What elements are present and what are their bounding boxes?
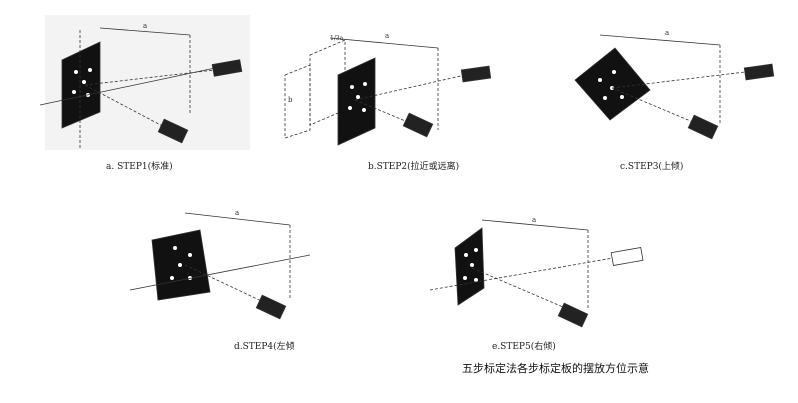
camera-icon [743,63,775,81]
camera-icon [211,59,243,77]
caption-step4: d.STEP4(左倾 [234,342,295,352]
panel-e: a [429,216,644,328]
camera-icon [255,294,287,320]
panel-c: a [574,29,775,140]
panel-d: a [129,209,311,320]
camera-icon [687,114,719,140]
figure-title: 五步标定法各步标定板的摆放方位示意 [462,362,649,375]
panel-b: a 1/3a b [284,32,492,146]
svg-text:1/3a: 1/3a [330,35,344,42]
svg-text:b: b [288,96,293,104]
caption-step2: b.STEP2(拉近或远离) [368,162,460,172]
panel-a: a [39,15,250,150]
svg-text:a: a [235,209,239,217]
caption-step5: e.STEP5(右倾) [492,342,556,352]
svg-text:a: a [532,216,536,224]
svg-text:a: a [143,22,147,30]
svg-text:a: a [665,29,669,37]
camera-icon [610,247,644,266]
camera-icon [460,65,492,83]
caption-step3: c.STEP3(上倾) [620,162,684,172]
camera-icon [557,302,589,328]
calibration-board [61,41,101,129]
svg-text:a: a [385,32,389,40]
caption-step1: a. STEP1(标准) [106,162,173,172]
camera-icon [402,112,434,138]
camera-icon [157,118,189,144]
